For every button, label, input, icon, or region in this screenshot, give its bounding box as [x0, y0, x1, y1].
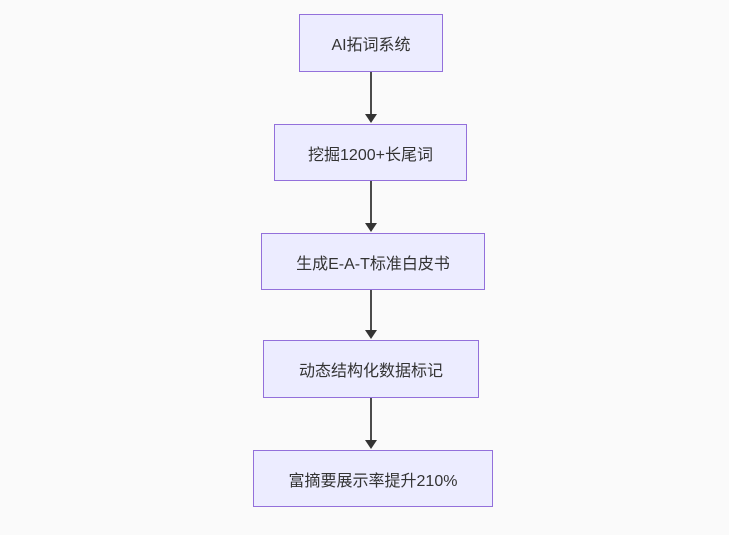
- arrow-line: [370, 290, 372, 330]
- flow-arrow-3: [365, 290, 377, 339]
- flow-node-structured-data: 动态结构化数据标记: [263, 340, 479, 398]
- flow-node-label: 富摘要展示率提升210%: [288, 472, 458, 490]
- flow-node-label: 生成E-A-T标准白皮书: [296, 255, 450, 273]
- flow-arrow-4: [365, 398, 377, 449]
- flow-node-longtail-mining: 挖掘1200+长尾词: [274, 124, 467, 181]
- flow-node-ai-word-system: AI拓词系统: [299, 14, 443, 72]
- arrow-head-icon: [365, 114, 377, 123]
- arrow-head-icon: [365, 440, 377, 449]
- flow-arrow-2: [365, 181, 377, 232]
- arrow-head-icon: [365, 330, 377, 339]
- flow-node-rich-snippet-result: 富摘要展示率提升210%: [253, 450, 493, 507]
- arrow-line: [370, 181, 372, 223]
- flow-node-eat-whitepaper: 生成E-A-T标准白皮书: [261, 233, 485, 290]
- flow-arrow-1: [365, 72, 377, 123]
- flow-node-label: AI拓词系统: [331, 37, 411, 54]
- flow-node-label: 动态结构化数据标记: [298, 363, 443, 380]
- flow-node-label: 挖掘1200+长尾词: [308, 146, 433, 164]
- arrow-head-icon: [365, 223, 377, 232]
- arrow-line: [370, 72, 372, 114]
- arrow-line: [370, 398, 372, 440]
